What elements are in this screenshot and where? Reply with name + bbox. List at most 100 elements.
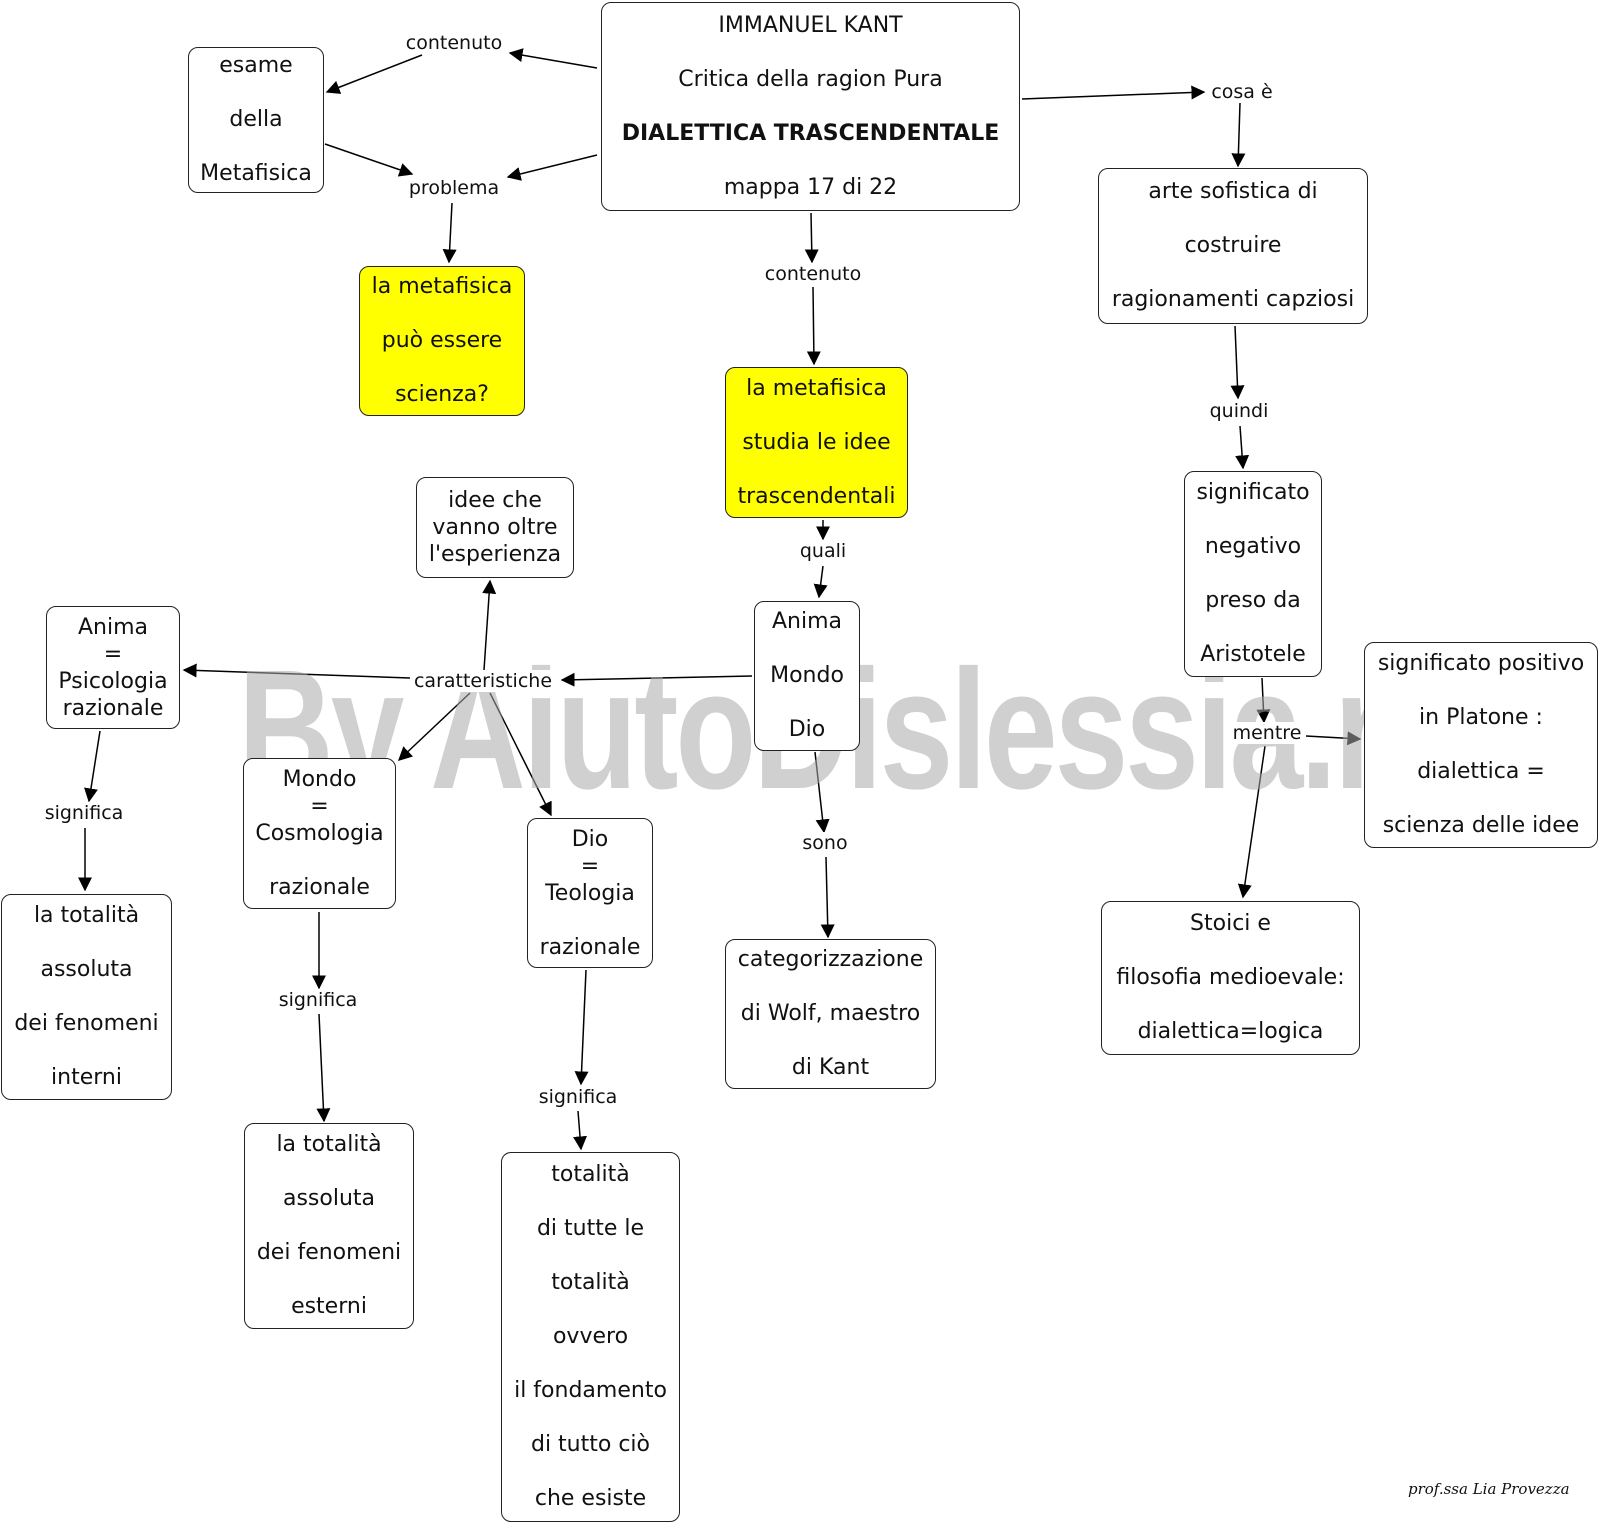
- node-text-line: IMMANUEL KANT: [718, 12, 903, 38]
- node-text-line: scienza?: [395, 382, 489, 407]
- node-text-line: ragionamenti capziosi: [1111, 287, 1355, 312]
- edge-main-problema: [506, 154, 598, 181]
- edge-anima-significa: [84, 730, 101, 803]
- edge-main-contenuto: [508, 48, 598, 69]
- label-significa-mondo: significa: [276, 989, 360, 1011]
- edge-mentre-positivo: [1305, 731, 1362, 746]
- node-text-line: esame: [219, 53, 293, 78]
- node-text-line: razionale: [539, 934, 641, 960]
- node-text-line: esterni: [291, 1294, 367, 1319]
- label-quali: quali: [797, 540, 849, 562]
- node-text-line: Psicologia: [58, 668, 168, 694]
- edge-significa-tutte: [573, 1110, 587, 1151]
- edge-negativo-mentre: [1256, 677, 1271, 724]
- node-text-line: Teologia: [545, 880, 635, 906]
- node-text-line: Metafisica: [200, 161, 312, 186]
- node-text-line: arte sofistica di: [1148, 179, 1318, 204]
- edge-mentre-stoici: [1237, 745, 1266, 899]
- label-quindi: quindi: [1207, 400, 1271, 422]
- node-text-line: dei fenomeni: [14, 1011, 159, 1036]
- node-text-line: costruire: [1184, 233, 1282, 258]
- label-significa-dio: significa: [536, 1086, 620, 1108]
- label-cosa-e: cosa è: [1209, 81, 1275, 103]
- node-text-line: la metafisica: [746, 375, 887, 401]
- author-signature: prof.ssa Lia Provezza: [1408, 1480, 1570, 1498]
- node-text-line: totalità: [551, 1162, 630, 1187]
- node-text-line: dei fenomeni: [256, 1240, 402, 1265]
- node-text-line: Anima: [771, 609, 843, 634]
- node-text-line: =: [580, 853, 600, 879]
- node-text-line: assoluta: [40, 957, 133, 982]
- label-contenuto-mid: contenuto: [762, 263, 864, 285]
- node-text-line: della: [229, 107, 283, 132]
- label-sono: sono: [800, 832, 850, 854]
- node-text-line: di tutte le: [536, 1216, 645, 1241]
- edge-main-contenuto-mid: [804, 212, 819, 264]
- node-text-line: significato positivo: [1377, 651, 1585, 676]
- node-text-line: filosofia medioevale:: [1116, 965, 1345, 990]
- node-text-line: Dio: [788, 717, 826, 742]
- node-text-line: =: [310, 794, 329, 819]
- label-contenuto-top: contenuto: [403, 32, 505, 54]
- edge-caratteristiche-dio: [489, 692, 552, 817]
- node-text-line: il fondamento: [514, 1378, 667, 1403]
- edge-arte-quindi: [1230, 325, 1245, 400]
- node-text-line: DIALETTICA TRASCENDENTALE: [621, 120, 1000, 146]
- node-text-line: Dio: [571, 826, 609, 852]
- node-text-line: scienza delle idee: [1382, 813, 1580, 838]
- node-text-line: Stoici e: [1190, 911, 1271, 936]
- node-text-line: idee che: [448, 488, 542, 513]
- node-text-line: assoluta: [282, 1186, 376, 1211]
- node-text-line: Aristotele: [1200, 642, 1306, 667]
- node-text-line: interni: [51, 1065, 122, 1090]
- node-text-line: Mondo: [282, 767, 357, 792]
- node-text-line: dialettica =: [1417, 759, 1545, 784]
- node-text-line: può essere: [381, 328, 503, 353]
- label-caratteristiche: caratteristiche: [411, 670, 555, 692]
- edge-caratteristiche-anima: [182, 663, 411, 679]
- node-text-line: significato: [1196, 480, 1310, 505]
- node-categorizzazione: categorizzazione di Wolf, maestro di Kant: [725, 939, 936, 1089]
- node-text-line: totalità: [551, 1270, 630, 1295]
- node-text-line: =: [103, 641, 123, 667]
- edge-caratteristiche-oltre: [482, 579, 497, 671]
- edge-dio-significa: [574, 969, 589, 1086]
- node-text-line: Critica della ragion Pura: [678, 66, 943, 92]
- node-text-line: la totalità: [276, 1132, 382, 1157]
- node-totalita-esterni: la totalità assoluta dei fenomeni esterni: [244, 1123, 414, 1329]
- node-text-line: la metafisica: [371, 274, 513, 299]
- label-significa-anima: significa: [42, 802, 126, 824]
- edge-esame-problema: [324, 143, 414, 177]
- node-significato-positivo: significato positivo in Platone : dialetti…: [1364, 642, 1598, 848]
- node-text-line: razionale: [62, 695, 164, 721]
- node-text-line: dialettica=logica: [1137, 1019, 1324, 1044]
- edge-contenuto-esame: [325, 54, 423, 94]
- label-problema: problema: [406, 177, 502, 199]
- edge-amd-sono: [814, 751, 830, 834]
- node-text-line: di Kant: [791, 1055, 870, 1080]
- node-arte-sofistica: arte sofistica di costruire ragionamenti c…: [1098, 168, 1368, 324]
- edge-quali-amd: [813, 565, 828, 599]
- edge-contenuto-idee: [806, 286, 821, 366]
- edge-significa-esterni: [316, 1013, 331, 1123]
- edge-amd-caratteristiche: [560, 672, 753, 687]
- node-text-line: razionale: [269, 875, 370, 900]
- edge-sono-cat: [820, 856, 835, 939]
- node-text-line: in Platone :: [1419, 705, 1543, 730]
- node-text-line: vanno oltre: [432, 515, 558, 540]
- edge-cosae-arte: [1231, 102, 1246, 168]
- node-text-line: di Wolf, maestro: [740, 1001, 921, 1026]
- node-metafisica-scienza: la metafisica può essere scienza?: [359, 266, 525, 416]
- node-text-line: l'esperienza: [428, 542, 562, 567]
- node-text-line: negativo: [1204, 534, 1302, 559]
- node-dio-teologia: Dio=Teologia razionale: [527, 818, 653, 968]
- node-text-line: categorizzazione: [737, 947, 924, 972]
